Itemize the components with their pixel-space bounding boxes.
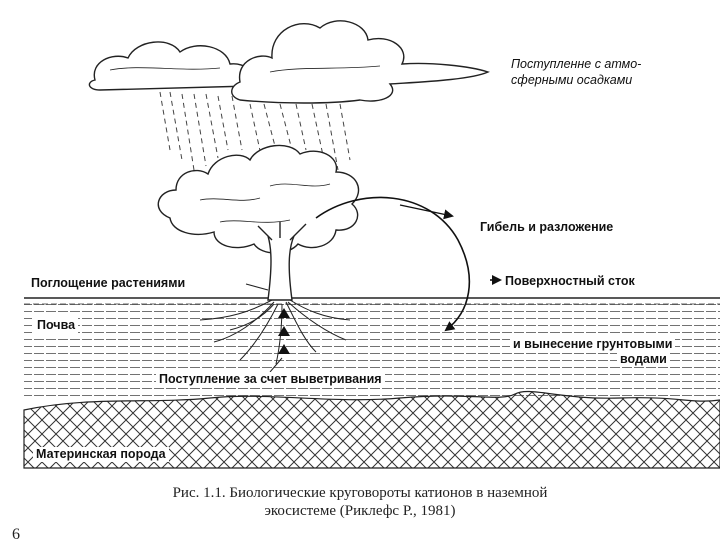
label-atmospheric-input-line2: сферными осадками — [511, 73, 632, 88]
label-soil: Почва — [34, 318, 78, 333]
label-groundwater-line1: и вынесение грунтовыми — [510, 337, 675, 352]
page-number: 6 — [12, 526, 20, 544]
cloud-right — [232, 21, 488, 103]
figure-caption-line2: экосистеме (Риклефс Р., 1981) — [0, 502, 720, 521]
cloud-left — [89, 42, 252, 90]
label-weathering-input: Поступление за счет выветривания — [156, 372, 385, 387]
label-groundwater-line2: водами — [617, 352, 670, 367]
label-surface-runoff: Поверхностный сток — [502, 274, 638, 289]
absorption-pointer — [246, 284, 268, 290]
figure-caption-line1: Рис. 1.1. Биологические круговороты кати… — [0, 484, 720, 503]
label-bedrock: Материнская порода — [33, 447, 169, 462]
label-plant-absorption: Поглощение растениями — [31, 276, 185, 291]
label-death-decomposition: Гибель и разложение — [480, 220, 613, 235]
death-pointer-arrow — [400, 205, 452, 216]
label-atmospheric-input-line1: Поступленне с атмо- — [511, 57, 641, 72]
tree-canopy — [158, 145, 358, 253]
